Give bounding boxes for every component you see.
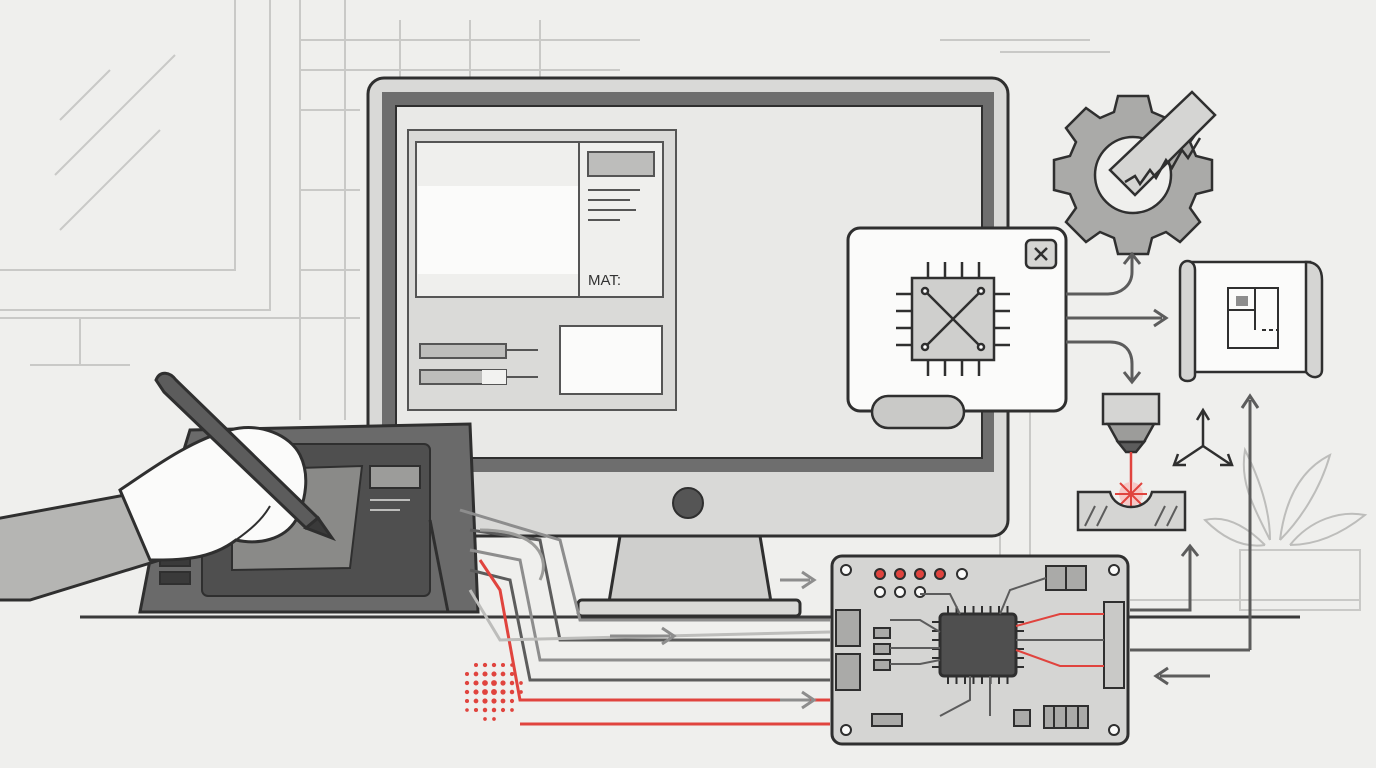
- halftone-dot: [500, 680, 506, 686]
- halftone-dots: [464, 662, 523, 721]
- halftone-dot: [510, 708, 514, 712]
- laser-cutter-icon: [1076, 392, 1187, 532]
- halftone-dot: [482, 662, 488, 668]
- circuit-board-icon: [830, 554, 1130, 746]
- halftone-dot: [482, 680, 488, 686]
- halftone-dot: [509, 671, 515, 677]
- xyz-axes-icon: [1172, 407, 1234, 467]
- halftone-dot: [500, 662, 506, 668]
- stylus-pen-icon: [154, 371, 337, 542]
- material-label: MAT:: [588, 272, 621, 289]
- halftone-dot: [491, 698, 497, 704]
- halftone-dot: [473, 680, 479, 686]
- halftone-dot: [492, 717, 496, 721]
- halftone-dot: [482, 671, 488, 677]
- halftone-dot: [473, 707, 479, 713]
- halftone-dot: [464, 680, 470, 686]
- halftone-dot: [491, 707, 497, 713]
- halftone-dot: [465, 708, 469, 712]
- halftone-dot: [509, 680, 515, 686]
- halftone-dot: [491, 680, 497, 686]
- circuit-traces: [459, 508, 831, 726]
- screen-content: MAT:: [407, 129, 677, 411]
- halftone-dot: [464, 689, 470, 695]
- halftone-dot: [500, 671, 506, 677]
- halftone-dot: [464, 698, 470, 704]
- halftone-dot: [500, 689, 506, 695]
- halftone-dot: [510, 663, 514, 667]
- halftone-dot: [473, 689, 479, 695]
- halftone-dot: [519, 690, 523, 694]
- halftone-dot: [482, 698, 488, 704]
- halftone-dot: [473, 662, 479, 668]
- chip-popup: [846, 226, 1068, 430]
- chip-icon: [896, 262, 1010, 376]
- halftone-dot: [491, 662, 497, 668]
- halftone-dot: [500, 707, 506, 713]
- halftone-dot: [519, 681, 523, 685]
- power-button-icon: [672, 487, 704, 519]
- plant-icon: [1203, 446, 1368, 547]
- halftone-dot: [473, 671, 479, 677]
- microcontroller-chip: [932, 606, 1024, 684]
- monitor-stand: [606, 534, 774, 610]
- halftone-dot: [509, 689, 515, 695]
- halftone-dot: [482, 689, 488, 695]
- flow-arrows: [1066, 251, 1260, 686]
- halftone-dot: [491, 689, 497, 695]
- halftone-dot: [483, 717, 487, 721]
- blueprint-icon: [1178, 259, 1324, 383]
- halftone-dot: [500, 698, 506, 704]
- halftone-dot: [491, 671, 497, 677]
- halftone-dot: [509, 698, 515, 704]
- popup-action-button[interactable]: [870, 394, 966, 430]
- halftone-dot: [482, 707, 488, 713]
- background-sketch: [0, 0, 1361, 611]
- halftone-dot: [473, 698, 479, 704]
- halftone-dot: [464, 671, 470, 677]
- gear-saw-icon: [1052, 90, 1217, 256]
